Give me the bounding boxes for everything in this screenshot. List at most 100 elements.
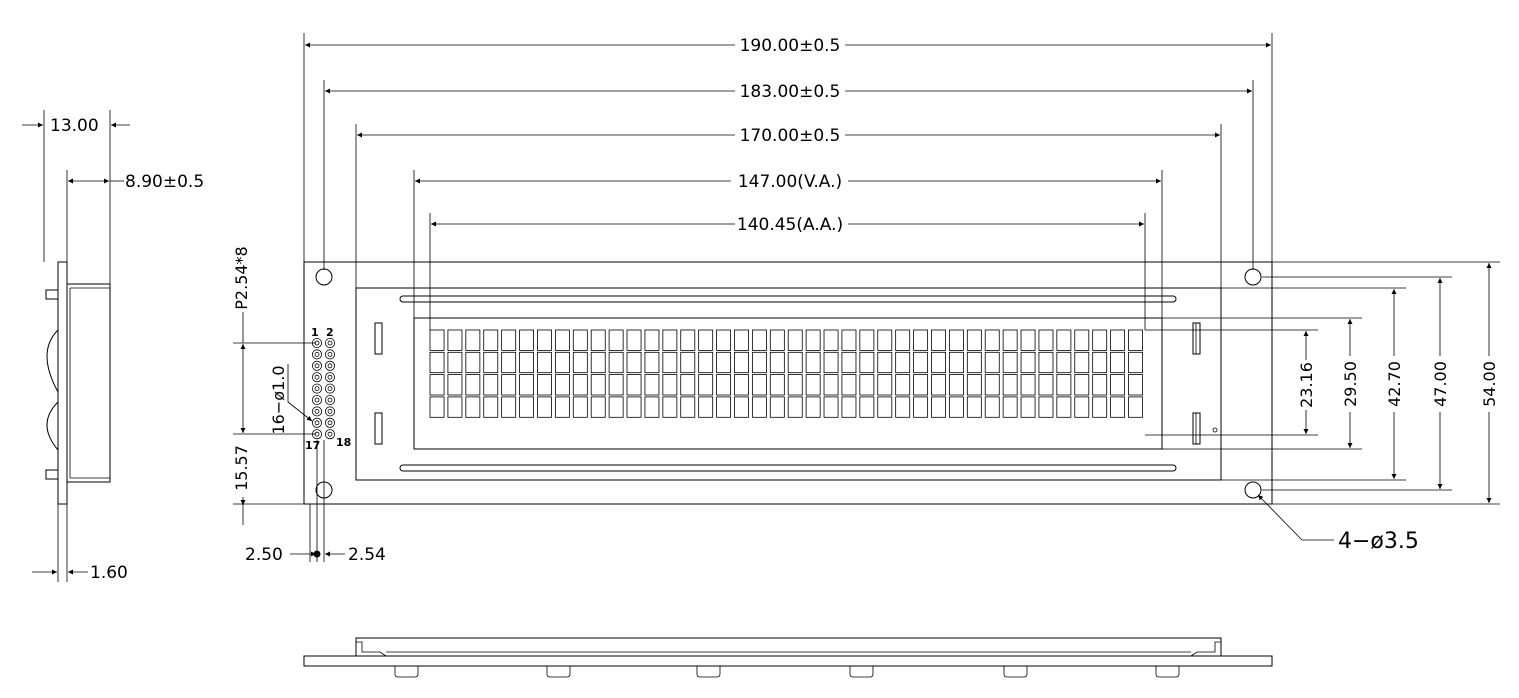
char-cell [841, 329, 857, 351]
char-cell [590, 351, 606, 374]
dim-height-va: 29.50 [1341, 361, 1360, 407]
char-cell [501, 374, 517, 396]
dim-overall-width: 190.00±0.5 [740, 36, 841, 56]
char-cell [787, 351, 803, 374]
dim-active-area: 140.45(A.A.) [737, 215, 843, 235]
side-component-2 [46, 401, 59, 451]
char-cell [787, 396, 803, 418]
char-cell [984, 329, 1000, 351]
pin-pad [324, 383, 335, 394]
bezel-tab-rb [1192, 412, 1201, 445]
char-cell [1056, 351, 1072, 374]
pin-hole [327, 374, 333, 380]
char-cell [572, 374, 588, 396]
char-cell [948, 374, 964, 396]
char-cell [554, 374, 570, 396]
char-cell [465, 374, 481, 396]
char-cell [769, 351, 785, 374]
char-cell [895, 396, 911, 418]
char-cell [823, 351, 839, 374]
char-cell [1128, 374, 1143, 396]
char-cell [1002, 374, 1018, 396]
char-cell [1056, 374, 1072, 396]
character-grid [429, 329, 1143, 418]
char-cell [519, 329, 534, 351]
dim-pin-pitch-h: 2.54 [348, 545, 386, 565]
char-cell [931, 329, 946, 351]
char-cell [895, 374, 911, 396]
char-cell [1074, 374, 1090, 396]
char-cell [966, 374, 982, 396]
pin-hole [314, 374, 320, 380]
char-cell [931, 351, 946, 374]
bottom-tab [394, 666, 419, 678]
char-cell [501, 396, 517, 418]
char-cell [608, 374, 624, 396]
pin-header [311, 337, 335, 440]
char-cell [698, 329, 714, 351]
pin-pad [324, 360, 335, 371]
char-cell [662, 351, 678, 374]
char-cell [644, 374, 660, 396]
pin-pad [324, 394, 335, 405]
char-cell [751, 351, 767, 374]
char-cell [644, 329, 660, 351]
char-cell [734, 396, 749, 418]
dim-mount-holes: 4−ø3.5 [1338, 529, 1419, 554]
horizontal-dimensions: 190.00±0.5 183.00±0.5 170.00±0.5 147.00(… [303, 33, 1273, 330]
char-cell [554, 396, 570, 418]
pin-label-18: 18 [336, 436, 351, 449]
pin-pad [311, 383, 322, 394]
char-cell [787, 329, 803, 351]
char-cell [751, 329, 767, 351]
char-cell [1110, 329, 1126, 351]
char-cell [1092, 329, 1108, 351]
char-cell [626, 396, 642, 418]
char-cell [680, 374, 696, 396]
dim-height-bezel: 42.70 [1385, 361, 1404, 407]
pin-pad [324, 429, 335, 440]
char-cell [913, 329, 929, 351]
char-cell [537, 396, 552, 418]
dim-view-area: 147.00(V.A.) [738, 172, 842, 192]
char-cell [572, 351, 588, 374]
char-cell [1092, 396, 1108, 418]
pin-hole [314, 351, 320, 357]
char-cell [680, 329, 696, 351]
char-cell [966, 329, 982, 351]
bezel-slot-top [399, 295, 1177, 303]
char-cell [1128, 396, 1143, 418]
char-cell [590, 329, 606, 351]
dim-thickness-total: 13.00 [50, 116, 99, 136]
char-cell [805, 396, 821, 418]
char-cell [734, 329, 749, 351]
char-cell [626, 351, 642, 374]
char-cell [537, 374, 552, 396]
char-cell [1128, 351, 1143, 374]
char-cell [501, 351, 517, 374]
char-cell [1074, 396, 1090, 418]
bezel-tab-lt [374, 322, 383, 355]
pin-hole [314, 420, 320, 426]
char-cell [698, 351, 714, 374]
dim-thickness-module: 8.90±0.5 [125, 172, 204, 192]
pin-hole [314, 386, 320, 392]
bottom-bezel [355, 637, 1222, 656]
pin-pad [324, 349, 335, 360]
side-view: 13.00 8.90±0.5 1.60 [22, 110, 204, 583]
char-cell [948, 351, 964, 374]
side-pcb [57, 261, 68, 505]
char-cell [554, 329, 570, 351]
pin-pad [324, 372, 335, 383]
pin-hole [314, 397, 320, 403]
char-cell [447, 374, 463, 396]
char-cell [608, 351, 624, 374]
pin-pad [324, 406, 335, 417]
char-cell [1056, 329, 1072, 351]
char-cell [501, 329, 517, 351]
dim-height-aa: 23.16 [1297, 362, 1316, 408]
char-cell [877, 374, 893, 396]
char-cell [483, 396, 499, 418]
dim-pin-offset-v: 15.57 [232, 445, 251, 491]
